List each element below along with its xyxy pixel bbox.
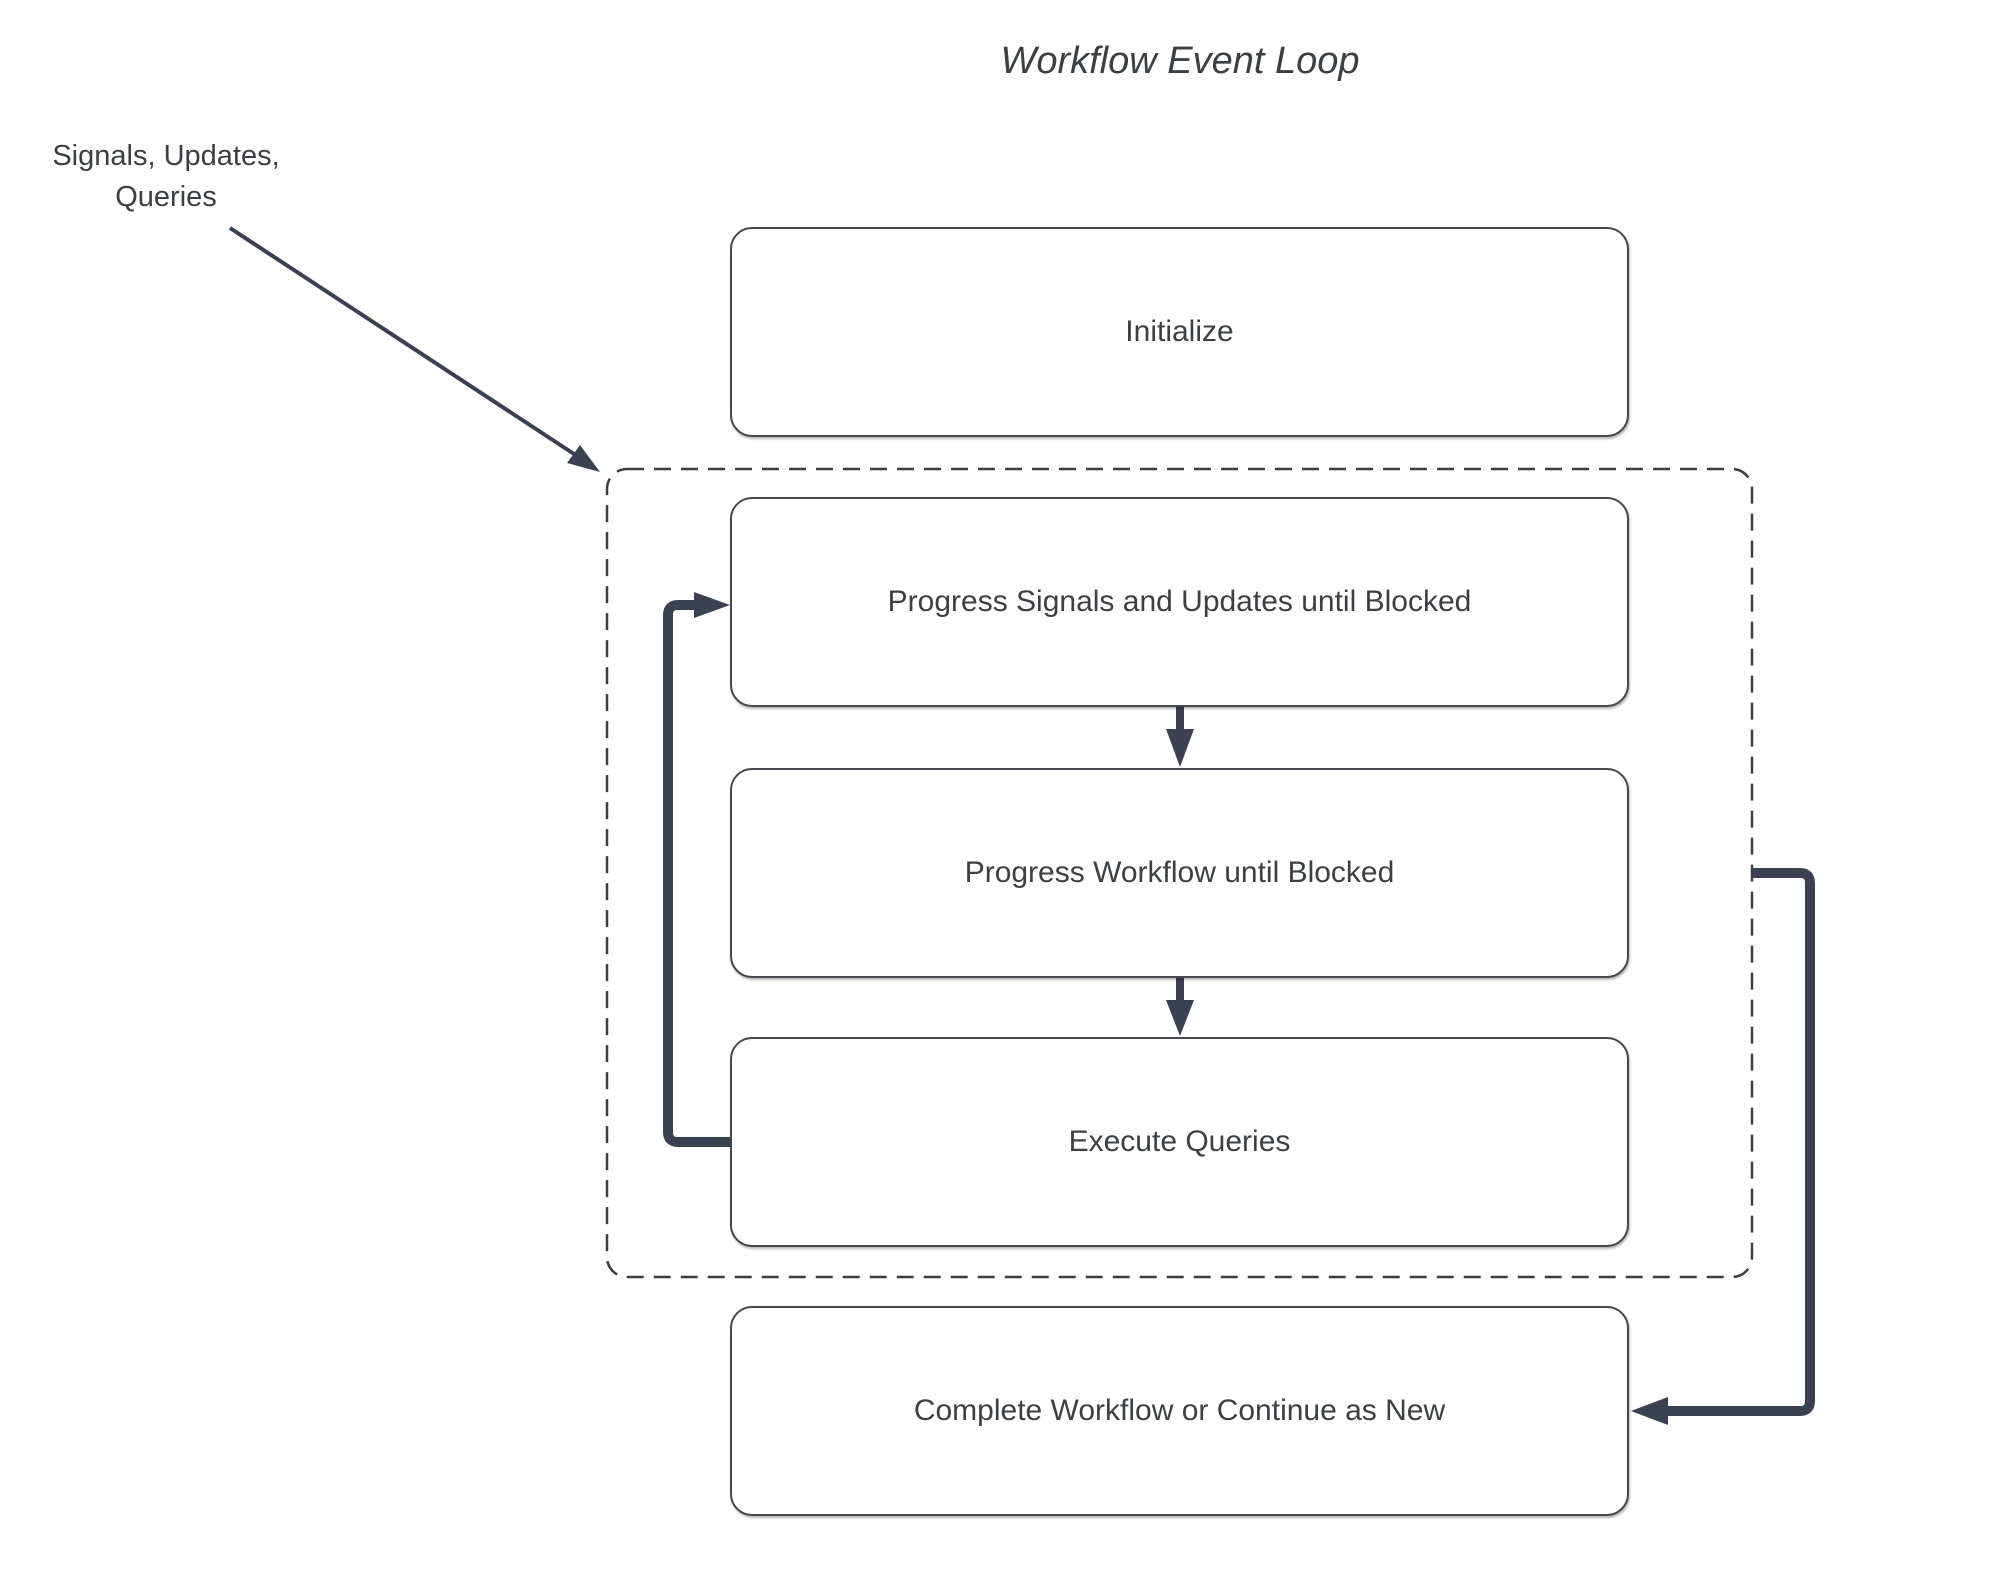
complete-connector-line bbox=[1668, 868, 1815, 1416]
annotation-arrowhead-icon bbox=[567, 445, 600, 472]
arrow-stem bbox=[1176, 978, 1184, 1003]
annotation-arrow-line bbox=[228, 226, 576, 456]
complete-connector bbox=[1631, 868, 1815, 1425]
node-progress-signals-updates: Progress Signals and Updates until Block… bbox=[730, 497, 1629, 707]
node-label: Initialize bbox=[1125, 315, 1234, 348]
arrow-progress-signals-to-workflow bbox=[1166, 707, 1194, 767]
loop-back-line bbox=[663, 600, 731, 1147]
loop-back-connector bbox=[663, 592, 731, 1147]
node-execute-queries: Execute Queries bbox=[730, 1037, 1629, 1247]
node-label: Progress Workflow until Blocked bbox=[964, 856, 1395, 889]
annotation-signals-updates-queries: Signals, Updates, Queries bbox=[52, 140, 280, 213]
diagram-title: Workflow Event Loop bbox=[1000, 40, 1360, 82]
down-arrowhead-icon bbox=[1166, 1000, 1194, 1036]
node-complete-workflow: Complete Workflow or Continue as New bbox=[730, 1306, 1629, 1516]
node-label: Complete Workflow or Continue as New bbox=[913, 1394, 1446, 1427]
down-arrowhead-icon bbox=[1166, 729, 1194, 767]
node-progress-workflow: Progress Workflow until Blocked bbox=[730, 768, 1629, 978]
node-label: Execute Queries bbox=[1068, 1125, 1291, 1158]
right-arrowhead-icon bbox=[694, 592, 730, 618]
left-arrowhead-icon bbox=[1631, 1397, 1668, 1425]
node-label: Progress Signals and Updates until Block… bbox=[887, 585, 1472, 618]
arrow-workflow-to-queries bbox=[1166, 978, 1194, 1036]
node-initialize: Initialize bbox=[730, 227, 1629, 437]
annotation-arrow bbox=[228, 226, 600, 472]
arrow-stem bbox=[1176, 707, 1184, 732]
